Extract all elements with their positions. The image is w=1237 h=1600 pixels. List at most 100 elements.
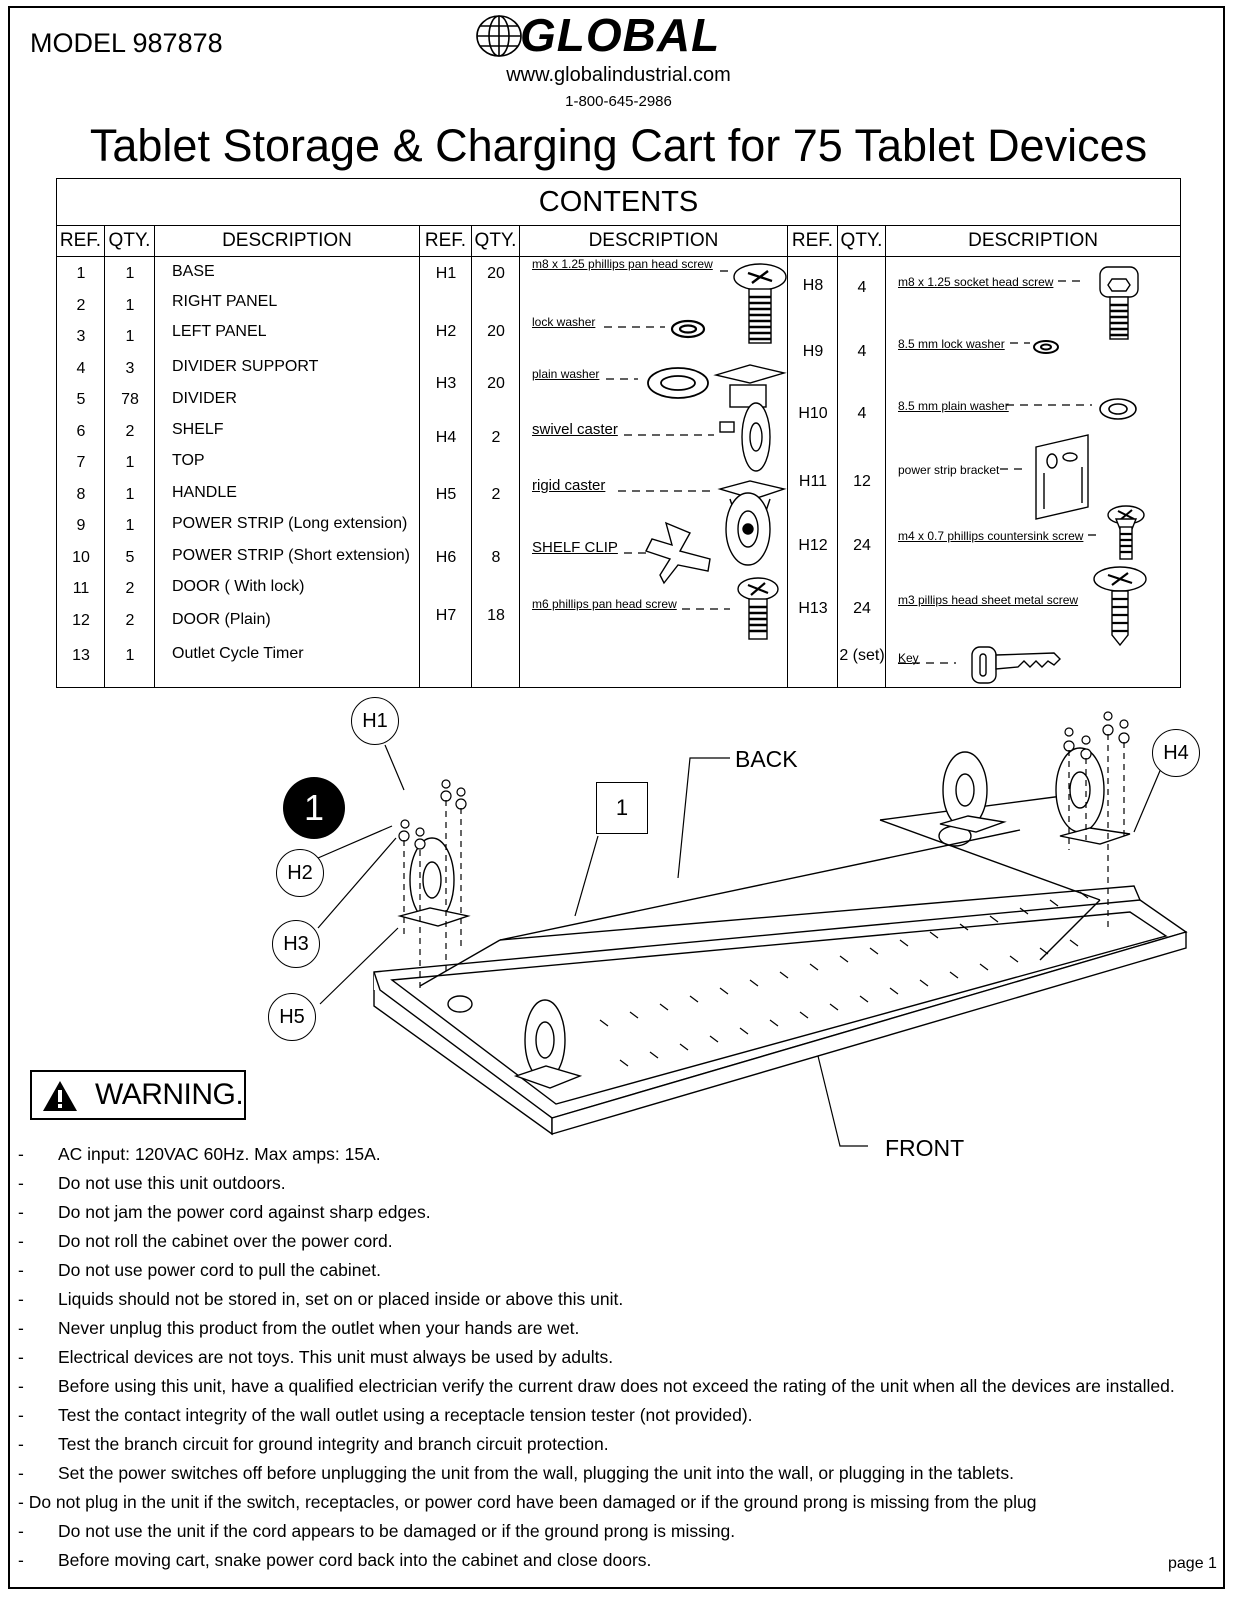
warning-text: Do not roll the cabinet over the power c… <box>58 1231 393 1251</box>
warning-heading: WARNING. <box>95 1078 244 1111</box>
col-qty: QTY. <box>104 225 155 257</box>
hw2-desc-column: m8 x 1.25 socket head screw 8.5 mm lock … <box>886 257 1180 687</box>
hw-qty: 18 <box>487 607 505 624</box>
power-strip-bracket-icon <box>1035 434 1089 520</box>
bullet-dash: - <box>18 1173 24 1193</box>
part-qty: 1 <box>125 454 135 471</box>
hw-qty: 12 <box>853 473 871 490</box>
hw-ref: H11 <box>798 473 828 490</box>
key-icon <box>971 646 1061 684</box>
part-desc: DOOR (Plain) <box>172 611 271 628</box>
part-desc: LEFT PANEL <box>172 323 267 340</box>
contents-table: CONTENTS REF. QTY. DESCRIPTION REF. QTY.… <box>55 178 1182 688</box>
assembly-diagram <box>317 711 1188 1147</box>
hw-desc: rigid caster <box>532 477 606 494</box>
part-ref: 11 <box>72 580 90 597</box>
warning-text: - Do not plug in the unit if the switch,… <box>18 1492 1037 1512</box>
part-qty: 2 <box>125 580 135 597</box>
hw-ref: H8 <box>802 277 824 294</box>
hw-desc: m3 pillips head sheet metal screw <box>898 593 1079 607</box>
sheet-metal-screw-icon <box>1093 566 1147 647</box>
col-ref: REF. <box>787 225 838 257</box>
col-description: DESCRIPTION <box>884 225 1182 257</box>
part-desc: POWER STRIP (Long extension) <box>172 515 408 532</box>
hw-desc: swivel caster <box>532 421 618 438</box>
countersink-screw-icon <box>1107 505 1145 560</box>
part-ref: 13 <box>72 647 90 664</box>
part-desc: SHELF <box>172 421 224 438</box>
parts-ref-column: 1 2 3 4 5 6 7 8 9 10 11 12 13 <box>57 257 104 687</box>
phone-number: 1-800-645-2986 <box>565 93 672 110</box>
warning-text: Liquids should not be stored in, set on … <box>58 1289 624 1309</box>
hw-ref: H10 <box>798 405 828 422</box>
hw-ref: H5 <box>435 486 457 503</box>
hw-qty: 2 <box>491 486 501 503</box>
warning-text: Before using this unit, have a qualified… <box>58 1376 1175 1396</box>
hw-ref: H7 <box>435 607 457 624</box>
col-qty: QTY. <box>837 225 886 257</box>
back-label: BACK <box>735 746 798 772</box>
swivel-caster-icon <box>713 364 787 472</box>
part-desc: TOP <box>172 452 205 469</box>
warning-text: Electrical devices are not toys. This un… <box>58 1347 614 1367</box>
bullet-dash: - <box>18 1260 24 1280</box>
bullet-dash: - <box>18 1318 24 1338</box>
part-ref: 7 <box>76 454 86 471</box>
hw-desc: 8.5 mm lock washer <box>898 337 1005 351</box>
part-desc: DOOR ( With lock) <box>172 578 305 595</box>
hw-desc: SHELF CLIP <box>532 539 618 556</box>
hw-qty: 24 <box>853 537 871 554</box>
bullet-dash: - <box>18 1434 24 1454</box>
col-ref: REF. <box>419 225 472 257</box>
contents-heading: CONTENTS <box>55 178 1182 226</box>
warning-text: Test the contact integrity of the wall o… <box>58 1405 753 1425</box>
part-ref: 2 <box>76 297 86 314</box>
front-label: FRONT <box>885 1135 965 1161</box>
caster-left-icon <box>397 837 471 927</box>
warning-text: Do not use the unit if the cord appears … <box>58 1521 736 1541</box>
col-description: DESCRIPTION <box>519 225 788 257</box>
logo-text: GLOBAL <box>520 9 721 61</box>
hw-ref: H6 <box>435 549 457 566</box>
bullet-dash: - <box>18 1376 24 1396</box>
parts-desc-column: BASE RIGHT PANEL LEFT PANEL DIVIDER SUPP… <box>155 257 419 687</box>
hw-ref: H12 <box>798 537 828 554</box>
plain-washer-small-icon <box>1099 398 1137 420</box>
part-qty: 1 <box>125 328 135 345</box>
col-qty: QTY. <box>471 225 520 257</box>
bullet-dash: - <box>18 1231 24 1251</box>
rigid-caster-icon <box>717 480 787 566</box>
warning-text: Do not use power cord to pull the cabine… <box>58 1260 381 1280</box>
part-qty: 1 <box>125 517 135 534</box>
hw-ref: H3 <box>435 375 457 392</box>
socket-head-screw-icon <box>1099 266 1139 340</box>
hardware-illustrations <box>604 263 787 640</box>
callout-h1: H1 <box>351 697 399 745</box>
part-ref: 8 <box>76 486 86 503</box>
part-desc: POWER STRIP (Short extension) <box>172 547 410 564</box>
caster-back-right-icon <box>939 751 1007 833</box>
global-logo <box>476 15 522 57</box>
part-ref: 9 <box>76 517 86 534</box>
part-ref: 4 <box>76 360 86 377</box>
part-qty: 3 <box>125 360 135 377</box>
lock-washer-small-icon <box>1033 340 1059 354</box>
hw-desc: m8 x 1.25 phillips pan head screw <box>532 257 713 271</box>
part-ref: 1 <box>76 265 86 282</box>
part-ref: 3 <box>76 328 86 345</box>
part-desc: BASE <box>172 263 215 280</box>
hw-desc: m4 x 0.7 phillips countersink screw <box>898 529 1084 543</box>
part-qty: 5 <box>125 549 135 566</box>
warning-text: Do not use this unit outdoors. <box>58 1173 286 1193</box>
part-desc: RIGHT PANEL <box>172 293 278 310</box>
hardware-stack-right <box>1063 711 1130 760</box>
bullet-dash: - <box>18 1289 24 1309</box>
hw-ref: H13 <box>798 600 828 617</box>
hw-qty: 2 (set) <box>839 647 885 664</box>
hw-desc: lock washer <box>532 315 596 329</box>
part-desc: DIVIDER <box>172 390 237 407</box>
website-url[interactable]: www.globalindustrial.com <box>506 64 731 86</box>
hw-qty: 4 <box>857 343 867 360</box>
page-border <box>8 6 1225 1589</box>
hw-desc: Key <box>898 651 919 665</box>
